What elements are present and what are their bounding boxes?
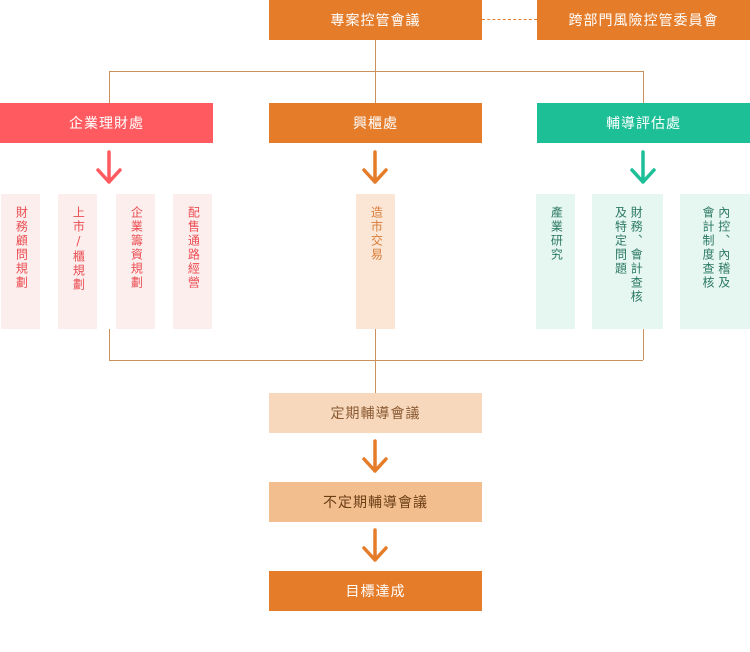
evaluation-item-label-line2: 內控、內稽及 <box>716 206 731 290</box>
evaluation-item-finance-check: 及特定問題 財務、會計查核 <box>592 194 663 329</box>
dashed-connector <box>482 19 537 20</box>
arrow-down-teal-icon <box>630 150 656 184</box>
arrow-down-red-icon <box>96 150 122 184</box>
risk-committee-box: 跨部門風險控管委員會 <box>537 0 750 40</box>
finance-item-listing: 上市/櫃規劃 <box>58 194 97 329</box>
project-meeting-label: 專案控管會議 <box>330 13 421 29</box>
finance-item-label: 配售通路經營 <box>186 206 201 290</box>
finance-item-fundraising: 企業籌資規劃 <box>116 194 155 329</box>
finance-item-distribution: 配售通路經營 <box>173 194 212 329</box>
arrow-down-orange-icon <box>362 528 388 562</box>
arrow-down-orange-icon <box>362 150 388 184</box>
otc-division-box: 興櫃處 <box>269 103 482 143</box>
finance-item-advisory: 財務顧問規劃 <box>1 194 40 329</box>
regular-meeting-label: 定期輔導會議 <box>330 406 421 422</box>
evaluation-division-box: 輔導評估處 <box>537 103 750 143</box>
irregular-meeting-label: 不定期輔導會議 <box>323 495 428 511</box>
finance-division-box: 企業理財處 <box>0 103 213 143</box>
arrow-down-orange-icon <box>362 439 388 473</box>
connector-bottom-vertical <box>375 329 376 393</box>
evaluation-item-label: 產業研究 <box>549 206 564 262</box>
finance-division-label: 企業理財處 <box>69 116 144 132</box>
finance-item-label: 財務顧問規劃 <box>14 206 29 290</box>
finance-item-label: 企業籌資規劃 <box>129 206 144 290</box>
project-meeting-box: 專案控管會議 <box>269 0 482 40</box>
connector-top-horizontal <box>109 71 643 72</box>
evaluation-division-label: 輔導評估處 <box>606 116 681 132</box>
goal-achieved-label: 目標達成 <box>345 584 406 600</box>
regular-meeting-box: 定期輔導會議 <box>269 393 482 433</box>
connector-bottom-horizontal <box>109 360 643 361</box>
irregular-meeting-box: 不定期輔導會議 <box>269 482 482 522</box>
connector-left-drop <box>109 71 110 103</box>
evaluation-item-label-line1: 會計制度查核 <box>701 206 715 290</box>
otc-item-market-making: 造市交易 <box>356 194 395 329</box>
risk-committee-label: 跨部門風險控管委員會 <box>568 13 719 29</box>
goal-achieved-box: 目標達成 <box>269 571 482 611</box>
connector-evaluation-up <box>643 329 644 360</box>
evaluation-item-label-line2: 財務、會計查核 <box>629 206 644 304</box>
otc-division-label: 興櫃處 <box>353 116 398 132</box>
evaluation-item-industry: 產業研究 <box>536 194 575 329</box>
evaluation-item-internal-control: 會計制度查核 內控、內稽及 <box>680 194 750 329</box>
evaluation-item-label-line1: 及特定問題 <box>613 206 628 276</box>
connector-finance-up <box>109 329 110 360</box>
connector-right-drop <box>643 71 644 103</box>
finance-item-label: 上市/櫃規劃 <box>71 206 86 292</box>
otc-item-label: 造市交易 <box>369 206 384 262</box>
